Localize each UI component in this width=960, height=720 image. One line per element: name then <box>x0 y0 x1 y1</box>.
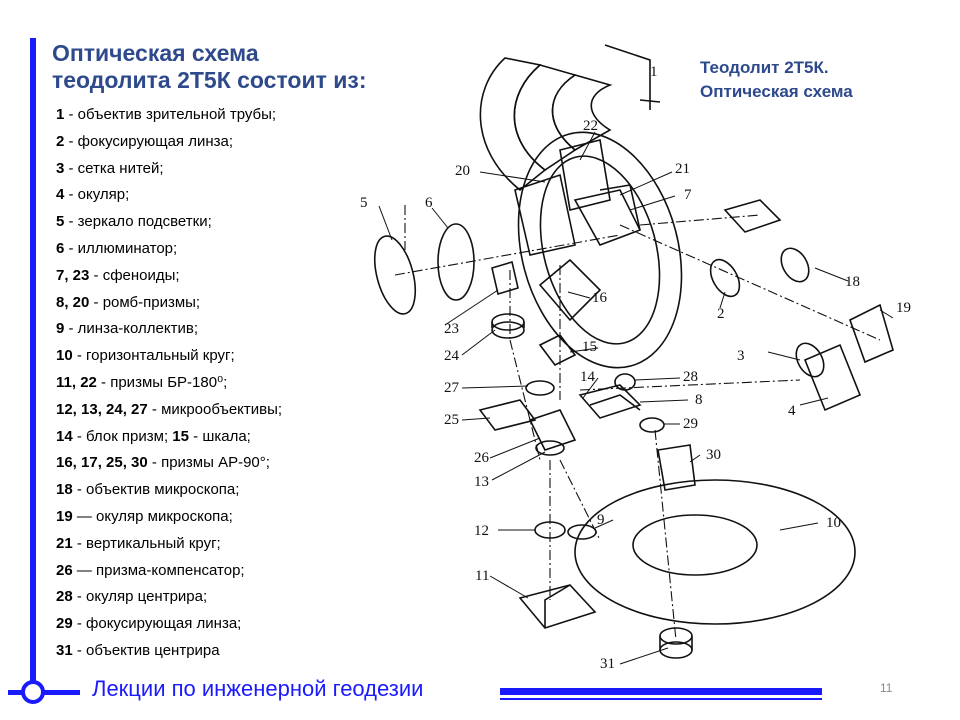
footer-title: Лекции по инженерной геодезии <box>92 676 424 701</box>
micro-objective-13 <box>535 440 565 456</box>
legend-item: 4 - окуляр; <box>56 186 130 204</box>
prism-25 <box>478 399 537 431</box>
label-22: 22 <box>583 118 598 134</box>
eyepiece-4 <box>803 343 862 412</box>
microscope-objective-18 <box>780 247 810 283</box>
label-21: 21 <box>675 161 690 177</box>
label-29: 29 <box>683 416 698 432</box>
focusing-lens-29 <box>639 417 665 433</box>
legend-item: 29 - фокусирующая линза; <box>56 615 242 633</box>
horizontal-circle-10 <box>574 479 856 625</box>
label-12: 12 <box>474 523 489 539</box>
label-23: 23 <box>444 321 459 337</box>
focusing-lens-2 <box>709 258 741 298</box>
footer-line-short <box>36 690 80 695</box>
prism-upper-right <box>723 199 782 233</box>
mirror-5 <box>373 235 417 315</box>
page-number: 11 <box>880 681 893 695</box>
sphenoid-7 <box>573 189 642 246</box>
centring-eyepiece-28 <box>614 373 636 391</box>
component-legend: 1 - объектив зрительной трубы; 2 - фокус… <box>56 102 282 665</box>
diagram-subtitle: Теодолит 2Т5К. Оптическая схема <box>700 56 853 104</box>
legend-item: 21 - вертикальный круг; <box>56 534 221 552</box>
legend-item: 18 - объектив микроскопа; <box>56 481 240 499</box>
label-14: 14 <box>580 369 596 385</box>
slide-title-line-1: Оптическая схема <box>52 40 259 66</box>
slide-title-line-2: теодолита 2Т5К состоит из: <box>52 67 367 93</box>
prism-11 <box>518 584 597 629</box>
label-7: 7 <box>684 187 692 203</box>
diagram-subtitle-line-1: Теодолит 2Т5К. <box>700 58 829 77</box>
slide-title: Оптическая схема теодолита 2Т5К состоит … <box>52 40 367 94</box>
legend-item: 7, 23 - сфеноиды; <box>56 266 180 284</box>
prism-15 <box>538 333 577 367</box>
label-9: 9 <box>597 512 605 528</box>
legend-item: 26 — призма-компенсатор; <box>56 561 245 579</box>
rhomb-prism-20 <box>514 173 576 256</box>
label-24: 24 <box>444 348 460 364</box>
label-16: 16 <box>592 290 608 306</box>
legend-item: 8, 20 - ромб-призмы; <box>56 293 201 311</box>
label-27: 25 <box>444 412 459 428</box>
legend-item: 1 - объектив зрительной трубы; <box>56 106 277 123</box>
optical-scheme-diagram: 1 2 3 4 5 6 7 8 9 10 11 12 13 14 15 16 1… <box>360 44 911 672</box>
vertical-circle-21 <box>517 131 683 369</box>
label-26: 26 <box>474 450 490 466</box>
legend-item: 9 - линза-коллектив; <box>56 320 199 338</box>
legend-item: 10 - горизонтальный круг; <box>56 347 235 365</box>
legend-item: 12, 13, 24, 27 - микрообъективы; <box>56 400 283 418</box>
prism-16 <box>538 258 602 322</box>
label-28: 28 <box>683 369 698 385</box>
sphenoid-23 <box>491 260 519 296</box>
label-13: 13 <box>474 474 489 490</box>
footer-line-right-thin <box>500 698 822 700</box>
left-accent-bar <box>30 38 36 692</box>
legend-item: 11, 22 - призмы БР-180⁰; <box>56 373 228 391</box>
legend-item: 31 - объектив центрира <box>56 641 220 659</box>
label-20: 20 <box>455 163 470 179</box>
diagram-labels: 1 2 3 4 5 6 7 8 9 10 11 12 13 14 15 16 1… <box>360 64 911 672</box>
legend-item: 5 - зеркало подсветки; <box>56 213 212 231</box>
collective-lens-9 <box>567 524 597 540</box>
label-4: 4 <box>788 403 796 419</box>
microscope-eyepiece-19 <box>849 303 894 364</box>
legend-item: 6 - иллюминатор; <box>56 239 178 257</box>
prism-30 <box>657 444 696 491</box>
label-15: 15 <box>582 339 597 355</box>
label-11: 11 <box>475 568 489 584</box>
legend-item: 19 — окуляр микроскопа; <box>56 507 233 525</box>
label-31: 31 <box>600 656 615 672</box>
legend-item: 3 - сетка нитей; <box>56 159 164 177</box>
diagram-subtitle-line-2: Оптическая схема <box>700 82 853 101</box>
footer-line-right <box>500 688 822 695</box>
prism-22 <box>559 139 611 211</box>
legend-item: 2 - фокусирующая линза; <box>56 132 233 150</box>
micro-objective-27 <box>525 380 555 396</box>
legend-item: 16, 17, 25, 30 - призмы АР-90°; <box>56 454 270 472</box>
label-10: 10 <box>826 515 841 531</box>
label-18: 18 <box>845 274 860 290</box>
objective-lens-1 <box>479 44 661 192</box>
illuminator-6 <box>437 223 475 301</box>
label-2: 2 <box>717 306 725 322</box>
label-1: 1 <box>650 64 658 80</box>
label-6: 6 <box>425 195 433 211</box>
footer-line-left <box>8 690 30 695</box>
legend-item: 28 - окуляр центрира; <box>56 588 208 606</box>
label-30: 30 <box>706 447 721 463</box>
label-5: 5 <box>360 195 368 211</box>
footer-circle-marker <box>21 680 45 704</box>
legend-item: 14 - блок призм; 15 - шкала; <box>56 427 251 445</box>
label-19: 19 <box>896 300 911 316</box>
label-25: 27 <box>444 380 460 396</box>
label-3: 3 <box>737 348 745 364</box>
label-8: 8 <box>695 392 703 408</box>
compensator-26 <box>528 409 577 451</box>
